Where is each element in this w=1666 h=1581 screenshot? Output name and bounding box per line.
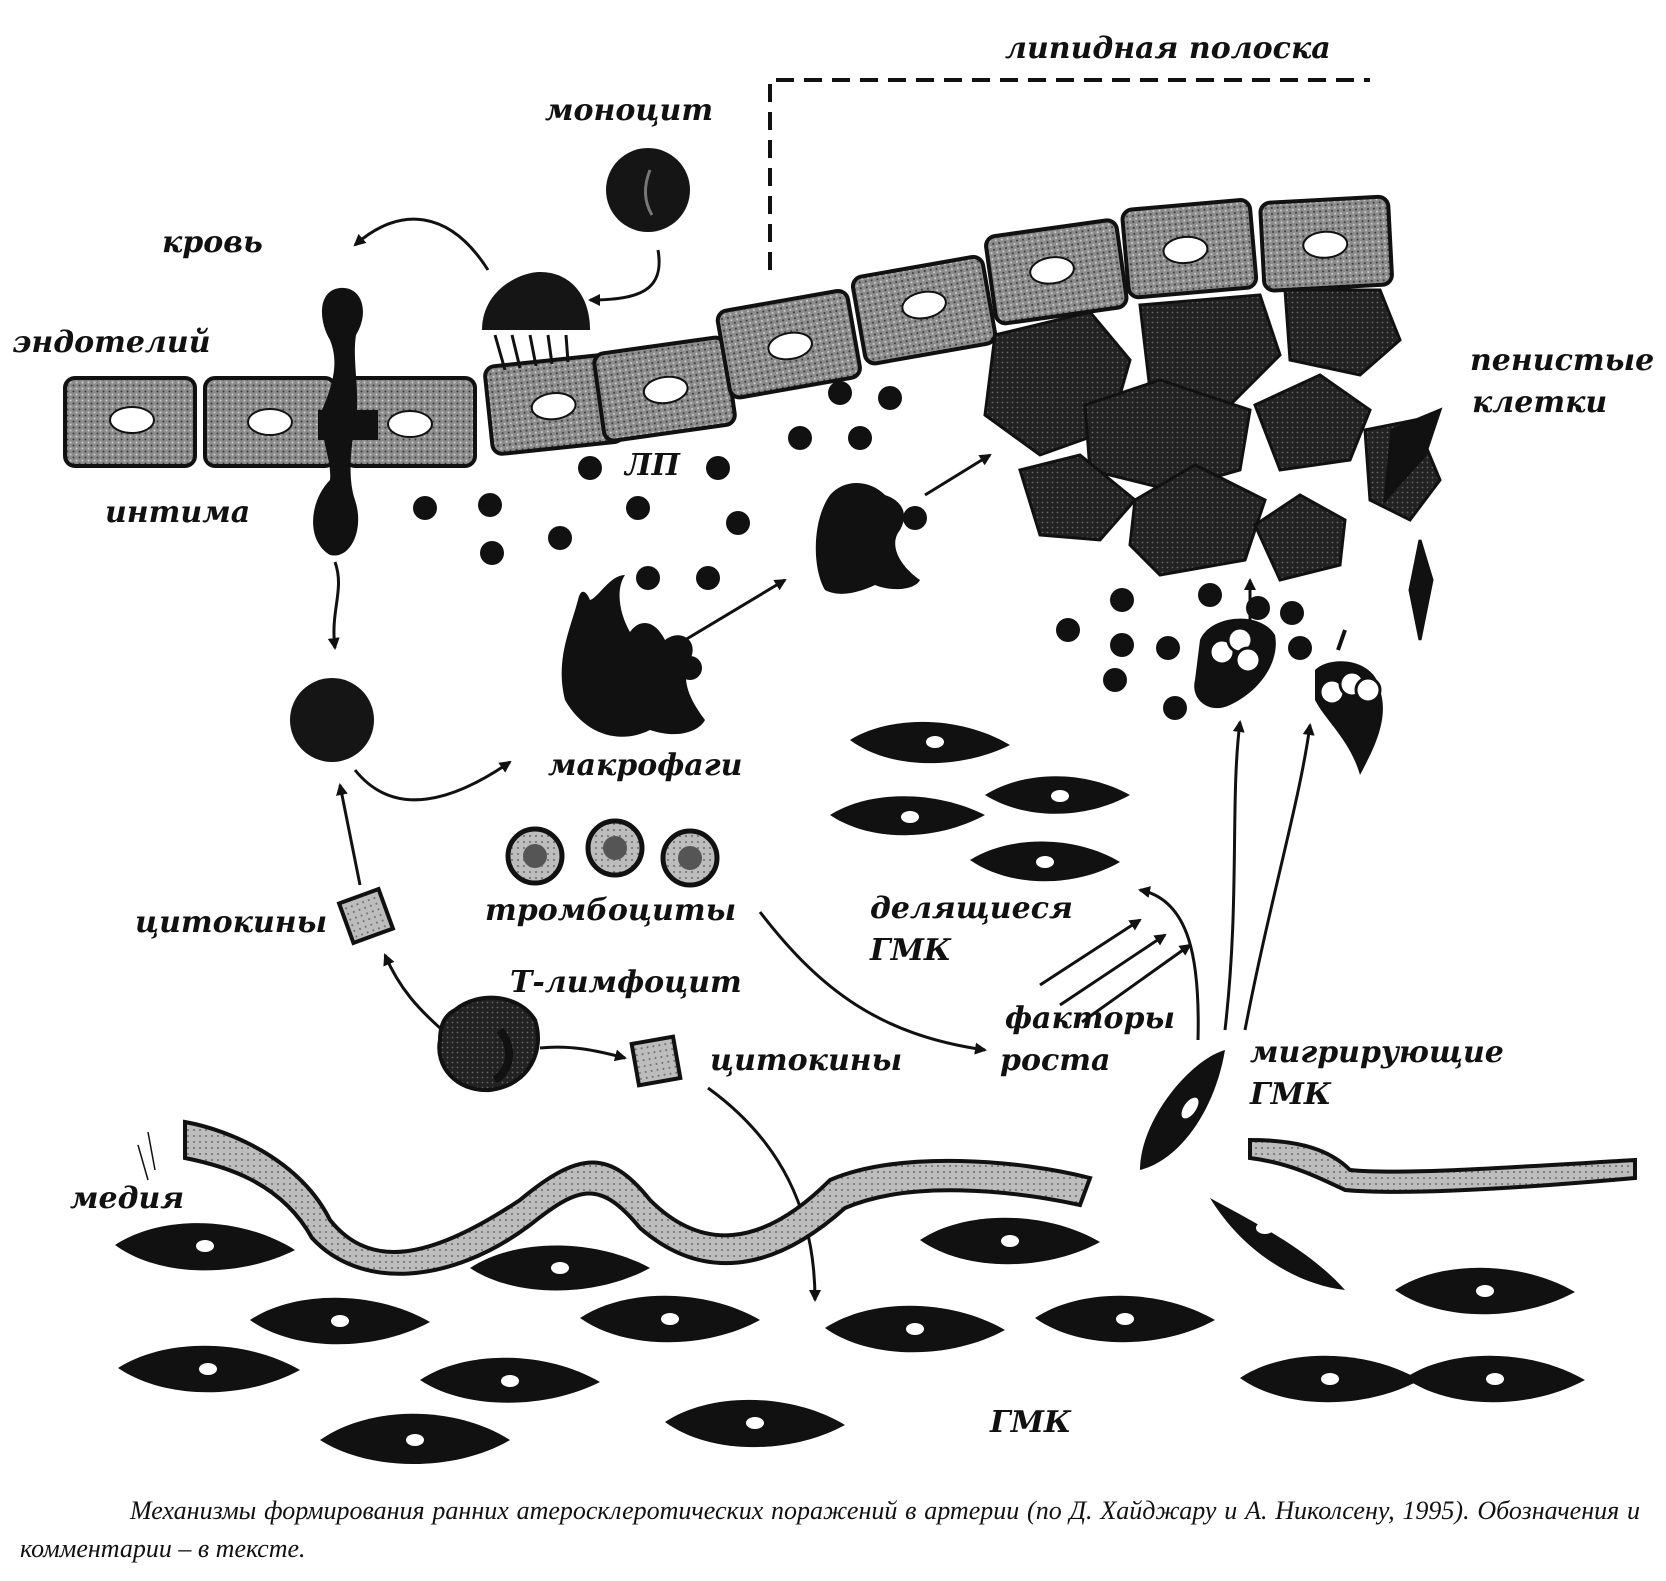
monocyte-to-macrophage-arrow [353,760,512,802]
lp-label: ЛП [623,448,682,483]
cytokines-right-label: цитокины [710,1043,902,1078]
foam-cells-label-1: пенистые [1470,343,1654,378]
media-pointer [137,1131,156,1181]
t-lymphocyte-label: Т-лимфоцит [510,965,742,1000]
migrating-smc-label-1: мигрирующие [1250,1035,1504,1070]
intima-label: интима [105,495,250,530]
figure-caption: Механизмы формирования ранних атеросклер… [20,1496,1640,1563]
monocyte-arrow [588,249,661,306]
dividing-smc-label-1: делящиеся [870,891,1073,926]
monocyte-cell [606,148,690,232]
foam-cells-label-2: клетки [1472,385,1607,420]
macrophages-label: макрофаги [548,748,742,783]
migrating-smc-label-2: ГМК [1249,1077,1332,1112]
lymph-to-cytokine-arrow [383,953,442,1030]
endothelium-layer [63,194,1394,468]
elastic-membrane-left [183,1119,1093,1276]
endothelium-label: эндотелий [12,325,211,360]
cytokine-up-arrow [336,783,362,886]
blood-return-arrow [353,217,490,271]
cytokine-to-media-arrow [707,1086,821,1302]
growth-factors-label-2: роста [1000,1043,1110,1078]
macrophage-lower [561,575,705,737]
platelets [505,818,720,888]
blood-label: кровь [162,225,263,260]
intima-down-arrow [327,561,340,650]
elastic-membrane-right [1248,1137,1637,1194]
lipid-stripe-label: липидная полоска [1005,31,1331,66]
lipid-stripe-bracket [768,78,1370,270]
platelets-label: тромбоциты [485,893,736,928]
macrophage-upper [815,482,920,594]
dividing-smc-group [830,721,1130,882]
monocyte-label: моноцит [545,93,713,128]
t-lymphocyte [437,995,540,1093]
growth-factor-arrows [1039,918,1192,1024]
intima-monocyte [290,678,374,762]
foam-cells-cluster [983,288,1443,641]
macrophage-arrow-upper [924,453,992,497]
cytokines-left-label: цитокины [135,905,327,940]
cytokine-right [629,1034,683,1088]
lipoprotein-particles [413,381,1312,720]
dividing-smc-label-2: ГМК [869,933,952,968]
migration-arrows [1138,578,1315,1041]
platelets-arrow [758,911,987,1055]
adhering-monocyte [482,272,590,330]
smc-label: ГМК [989,1405,1072,1440]
media-label: медия [70,1181,184,1216]
lymph-to-cytokine-right-arrow [539,1045,627,1062]
growth-factors-label-1: факторы [1005,1001,1175,1036]
cytokine-left [336,886,396,946]
macrophage-arrow-lower [684,578,787,642]
